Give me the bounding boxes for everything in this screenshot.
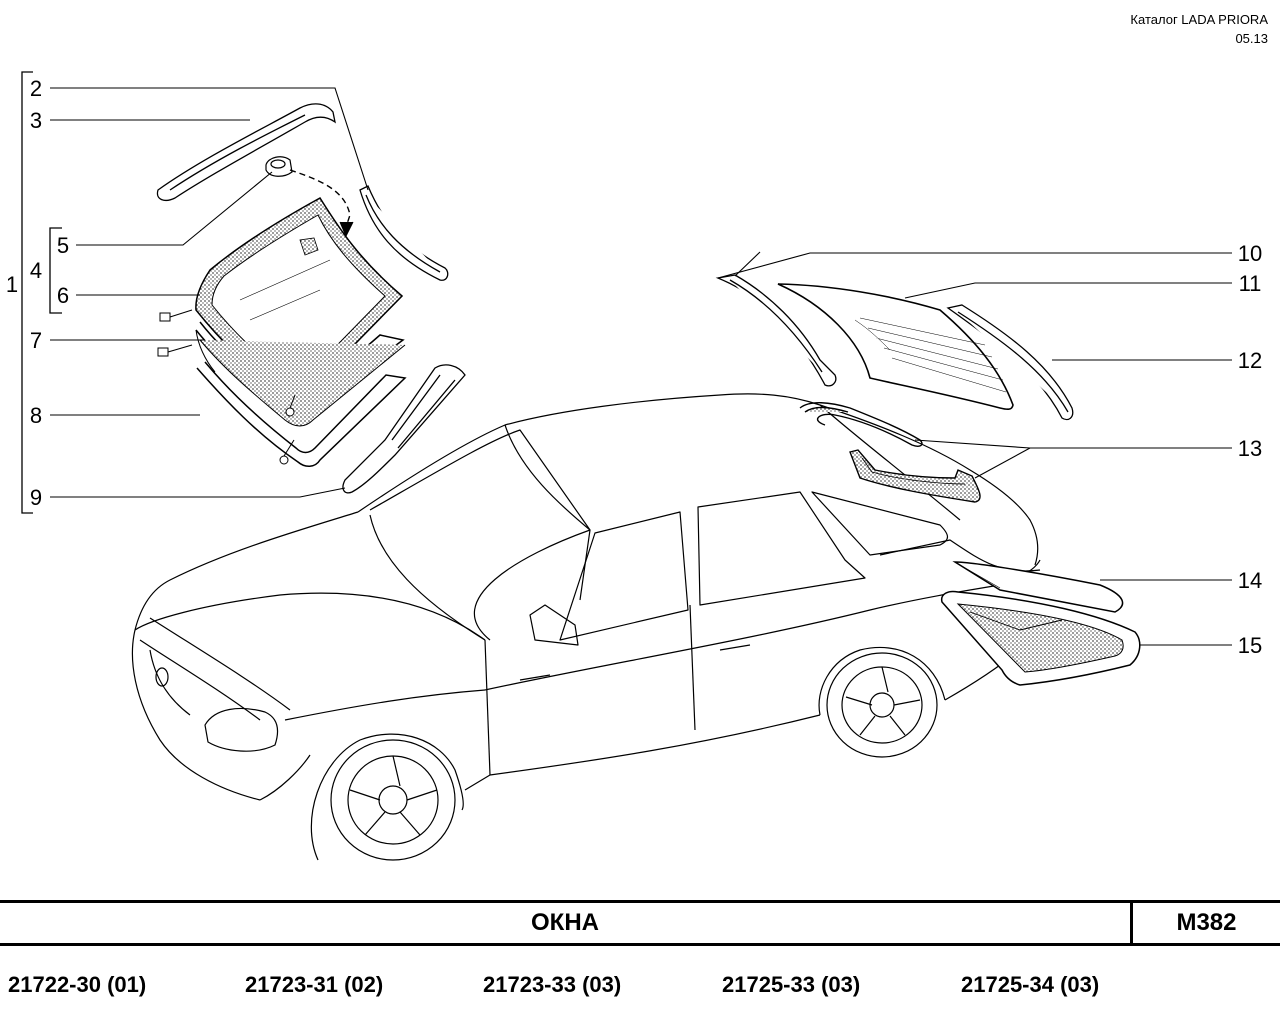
callout-5: 5 [57, 233, 69, 258]
leader-lines [50, 87, 1232, 646]
part-10-rear-moulding-left [715, 274, 837, 387]
part-3-upper-moulding [156, 103, 336, 201]
part-7-windshield-seal [195, 321, 406, 427]
callout-2: 2 [30, 76, 42, 101]
callout-13: 13 [1238, 436, 1262, 461]
part-12-rear-moulding-right [946, 304, 1074, 421]
callout-8: 8 [30, 403, 42, 428]
part-8-lower-glass [196, 361, 407, 467]
model-code: 21725-33 (03) [722, 972, 861, 997]
part-13-rear-seals [799, 402, 981, 503]
section-title-bar: ОКНА M382 [0, 900, 1280, 946]
part-2-side-moulding [359, 185, 449, 281]
part-15-quarter-seal [940, 590, 1141, 686]
callout-brackets [21, 71, 62, 514]
callout-15: 15 [1238, 633, 1262, 658]
section-title: ОКНА [0, 903, 1133, 943]
model-code: 21722-30 (01) [8, 972, 147, 997]
callout-7: 7 [30, 328, 42, 353]
catalog-title: Каталог LADA PRIORA [1130, 12, 1268, 27]
callout-3: 3 [30, 108, 42, 133]
model-list: 21722-30 (01) 21723-31 (02) 21723-33 (03… [0, 972, 1280, 1002]
part-14-quarter-glass [952, 561, 1124, 613]
parts-diagram: 1 2 3 4 5 6 7 8 9 10 11 12 13 14 15 [6, 71, 1262, 861]
callout-11: 11 [1239, 271, 1262, 296]
car-outline [131, 393, 1041, 861]
callout-9: 9 [30, 485, 42, 510]
part-11-rear-glass [777, 283, 1014, 411]
callout-14: 14 [1238, 568, 1262, 593]
section-code: M382 [1176, 909, 1237, 936]
callout-1: 1 [6, 272, 18, 297]
model-code: 21723-33 (03) [483, 972, 622, 997]
part-9-lower-moulding [342, 364, 466, 494]
connector-icons [157, 309, 296, 465]
model-code: 21725-34 (03) [961, 972, 1100, 997]
catalog-date: 05.13 [1235, 31, 1268, 46]
callout-4: 4 [30, 258, 42, 283]
callout-6: 6 [57, 283, 69, 308]
model-code: 21723-31 (02) [245, 972, 384, 997]
mount-arrow [289, 169, 351, 231]
callout-12: 12 [1238, 348, 1262, 373]
callout-10: 10 [1238, 241, 1262, 266]
